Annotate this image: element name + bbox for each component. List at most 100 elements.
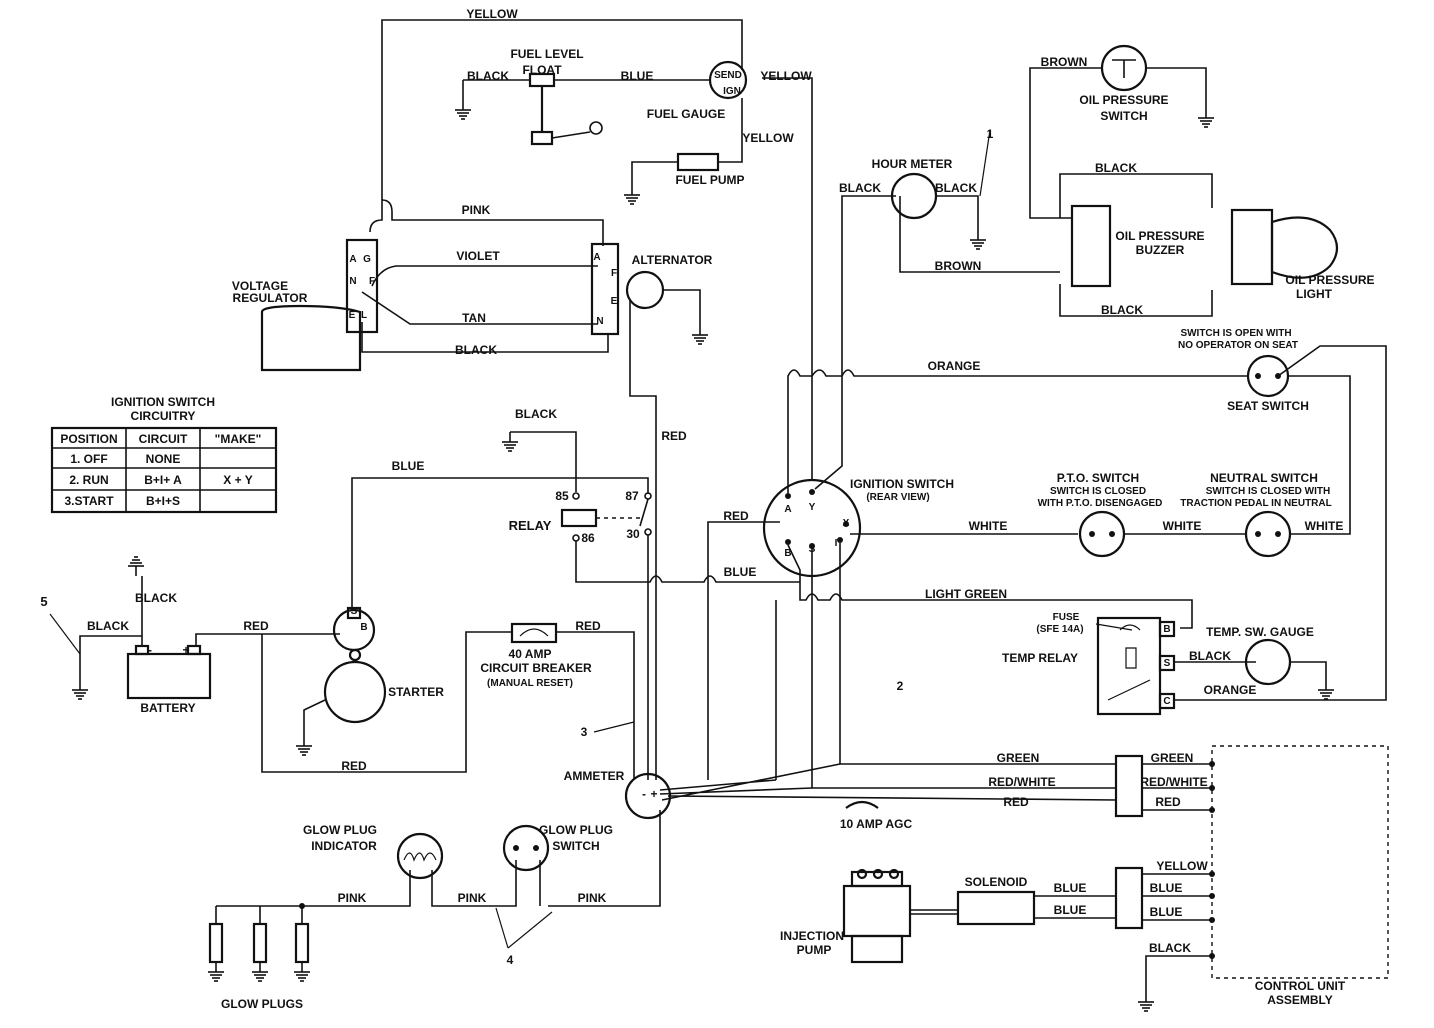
label-black-buzzer-bot: BLACK: [1101, 303, 1143, 317]
label-num-4: 4: [507, 953, 514, 967]
label-ign-circuitry-1: IGNITION SWITCH: [111, 395, 215, 409]
seat-switch-icon: [1246, 354, 1290, 398]
label-solenoid: SOLENOID: [965, 875, 1028, 889]
table-header: "MAKE": [215, 432, 262, 446]
label-black-batt-gnd: BLACK: [135, 591, 177, 605]
label-violet: VIOLET: [456, 249, 500, 263]
label-term-e: E: [349, 310, 356, 321]
label-blue-sol-2: BLUE: [1054, 903, 1087, 917]
label-pink-m: PINK: [458, 891, 487, 905]
voltage-regulator-icon: [260, 304, 362, 372]
label-fuel-pump: FUEL PUMP: [675, 173, 744, 187]
label-starter: STARTER: [388, 685, 444, 699]
wire-pink: [369, 199, 604, 246]
glow-plug-3-icon: [294, 922, 310, 964]
label-inj-pump-2: PUMP: [797, 943, 832, 957]
label-num-1: 1: [987, 127, 994, 141]
label-term-n: N: [349, 276, 356, 287]
label-pto-switch-1: P.T.O. SWITCH: [1057, 471, 1139, 485]
relay-icon: [560, 508, 598, 528]
wire-blue-relay: [351, 477, 649, 608]
label-yellow-gauge: YELLOW: [760, 69, 812, 83]
wire-brown-hour: [899, 196, 1060, 273]
label-batt-plus: +: [182, 643, 189, 657]
starter-icon: [323, 660, 387, 724]
label-yellow-pump: YELLOW: [742, 131, 794, 145]
label-battery: BATTERY: [140, 701, 195, 715]
label-white-3: WHITE: [1305, 519, 1344, 533]
neutral-switch-icon: [1244, 510, 1292, 558]
label-fuel-gauge: FUEL GAUGE: [647, 107, 725, 121]
ammeter-icon: [624, 772, 672, 820]
label-black-hour-r: BLACK: [935, 181, 977, 195]
label-orange: ORANGE: [928, 359, 981, 373]
wire-red-alt: [629, 300, 657, 780]
label-term-g: G: [363, 254, 371, 265]
label-glow-ind-2: INDICATOR: [311, 839, 377, 853]
label-red-starter: RED: [341, 759, 367, 773]
label-breaker-1: 40 AMP: [509, 647, 552, 661]
label-neutral-switch-3: TRACTION PEDAL IN NEUTRAL: [1180, 498, 1331, 509]
label-blue-relay: BLUE: [392, 459, 425, 473]
label-pink-l: PINK: [338, 891, 367, 905]
label-yellow-top: YELLOW: [466, 7, 518, 21]
label-red-ign: RED: [723, 509, 749, 523]
label-red-white-r: RED/WHITE: [1140, 775, 1207, 789]
label-amm-minus: -: [642, 787, 646, 801]
injection-pump-icon: [842, 884, 912, 938]
label-black-cu: BLACK: [1149, 941, 1191, 955]
label-relay-87: 87: [625, 489, 639, 503]
label-neutral-switch-1: NEUTRAL SWITCH: [1210, 471, 1318, 485]
label-amm-plus: +: [650, 787, 657, 801]
label-ign-b: B: [784, 548, 791, 559]
label-red-white-l: RED/WHITE: [988, 775, 1055, 789]
wire-yellow-pump: [718, 98, 743, 163]
label-term-c: C: [1163, 696, 1170, 707]
control-unit-icon: [1211, 745, 1389, 979]
temp-relay-icon: [1096, 616, 1162, 716]
label-black-reg: BLACK: [455, 343, 497, 357]
wire-yellow-top: [381, 19, 743, 200]
label-orange-temp: ORANGE: [1204, 683, 1257, 697]
wire-black-buzzer-top: [1059, 173, 1213, 218]
label-starter-s: S: [351, 606, 358, 617]
wire-pink-mid: [431, 860, 517, 907]
label-ign-x: X: [843, 518, 850, 529]
label-brown-oil: BROWN: [1041, 55, 1088, 69]
label-white-1: WHITE: [969, 519, 1008, 533]
oil-pressure-light-socket: [1230, 208, 1274, 286]
label-term-a2: A: [593, 252, 600, 263]
battery-icon: [126, 652, 212, 700]
label-temp-gauge: TEMP. SW. GAUGE: [1206, 625, 1314, 639]
label-term-f2: F: [611, 268, 617, 279]
circuit-breaker-icon: [510, 622, 558, 644]
label-term-b: B: [1163, 624, 1170, 635]
glow-plug-1-icon: [208, 922, 224, 964]
label-fuel-level-float-1: FUEL LEVEL: [510, 47, 583, 61]
label-breaker-2: CIRCUIT BREAKER: [480, 661, 592, 675]
wire-yellow-gauge: [762, 77, 813, 480]
label-oil-switch-2: SWITCH: [1100, 109, 1147, 123]
label-oil-light-1: OIL PRESSURE: [1285, 273, 1374, 287]
label-blue-cu-1: BLUE: [1150, 881, 1183, 895]
label-ign-y: Y: [809, 502, 816, 513]
wire-red-ammeter: [667, 795, 1117, 801]
label-voltage-regulator-2: REGULATOR: [233, 291, 308, 305]
label-num-5: 5: [40, 594, 47, 609]
glow-plug-switch-icon: [502, 824, 550, 872]
label-red-batt: RED: [243, 619, 269, 633]
label-alternator: ALTERNATOR: [632, 253, 713, 267]
table-cell: B+I+S: [146, 494, 180, 508]
solenoid-icon: [956, 890, 1036, 926]
wire-black-relay: [510, 431, 577, 492]
label-red-r: RED: [1155, 795, 1181, 809]
label-glow-ind-1: GLOW PLUG: [303, 823, 377, 837]
label-blue-float: BLUE: [621, 69, 654, 83]
label-term-a: A: [349, 254, 356, 265]
label-glow-sw-2: SWITCH: [552, 839, 599, 853]
label-pto-switch-2: SWITCH IS CLOSED: [1050, 486, 1146, 497]
label-pto-switch-3: WITH P.T.O. DISENGAGED: [1038, 498, 1163, 509]
label-glow-sw-1: GLOW PLUG: [539, 823, 613, 837]
label-num-3: 3: [581, 725, 588, 739]
